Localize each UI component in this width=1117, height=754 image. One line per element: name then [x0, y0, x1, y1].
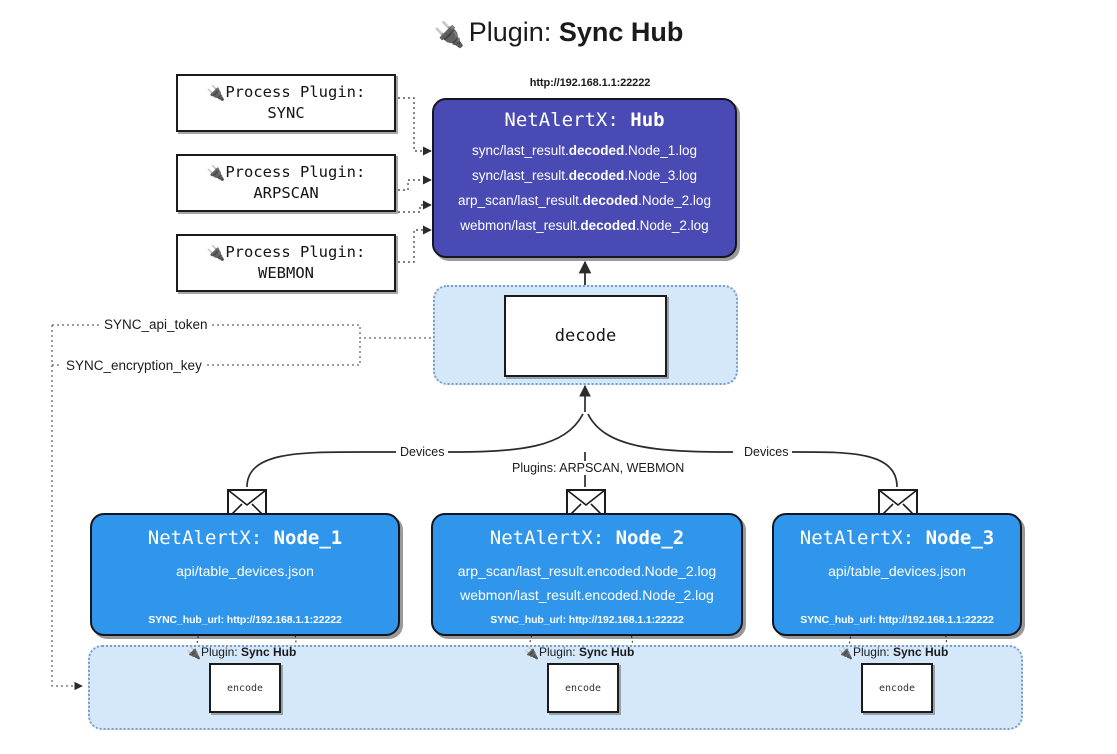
node-file-list: arp_scan/last_result.encoded.Node_2.log … — [433, 559, 741, 607]
hub-title: NetAlertX: Hub — [434, 109, 735, 131]
node-title-prefix: NetAlertX: — [489, 527, 605, 549]
plug-icon: 🔌 — [206, 83, 226, 102]
encode-box[interactable]: encode — [209, 663, 281, 713]
process-plugin-name: ARPSCAN — [253, 184, 319, 203]
plug-icon: 🔌 — [524, 646, 539, 660]
edge-label-devices-right: Devices — [740, 445, 793, 459]
plug-icon: 🔌 — [206, 243, 226, 262]
node-card-node-3[interactable]: NetAlertX: Node_3 api/table_devices.json… — [772, 513, 1022, 636]
config-key-encryption-key: SYNC_encryption_key — [62, 358, 206, 373]
plug-icon: 🔌 — [206, 163, 226, 182]
encode-box[interactable]: encode — [861, 663, 933, 713]
node-title: NetAlertX: Node_1 — [92, 527, 398, 549]
hub-url-label: http://192.168.1.1:22222 — [529, 77, 651, 89]
encode-plugin-caption: 🔌Plugin: Sync Hub — [524, 645, 635, 660]
node-hub-url: SYNC_hub_url: http://192.168.1.1:22222 — [800, 614, 994, 626]
hub-node-card[interactable]: NetAlertX: Hub sync/last_result.decoded.… — [432, 98, 737, 258]
node-file-list: api/table_devices.json — [92, 559, 398, 583]
encode-plugin-caption: 🔌Plugin: Sync Hub — [838, 645, 949, 660]
node-card-node-2[interactable]: NetAlertX: Node_2 arp_scan/last_result.e… — [431, 513, 743, 636]
decode-box[interactable]: decode — [504, 295, 667, 377]
node-file-list: api/table_devices.json — [774, 559, 1020, 583]
encode-plugin-caption: 🔌Plugin: Sync Hub — [186, 645, 297, 660]
node-file-row: arp_scan/last_result.encoded.Node_2.log — [457, 563, 717, 579]
node-title-prefix: NetAlertX: — [799, 527, 915, 549]
node-title: NetAlertX: Node_2 — [433, 527, 741, 549]
hub-file-row: arp_scan/last_result.decoded.Node_2.log — [458, 193, 711, 209]
process-plugin-heading: 🔌Process Plugin: — [206, 162, 366, 182]
process-plugin-box-arpscan[interactable]: 🔌Process Plugin: ARPSCAN — [176, 154, 396, 212]
plug-icon: 🔌 — [433, 21, 465, 49]
hub-file-row: webmon/last_result.decoded.Node_2.log — [460, 218, 709, 234]
node-title-name: Node_2 — [615, 527, 685, 549]
process-plugin-box-webmon[interactable]: 🔌Process Plugin: WEBMON — [176, 234, 396, 292]
encode-box[interactable]: encode — [547, 663, 619, 713]
config-key-api-token: SYNC_api_token — [100, 317, 212, 332]
page-title-name: Sync Hub — [558, 17, 684, 47]
node-title-name: Node_3 — [925, 527, 995, 549]
hub-title-name: Hub — [630, 109, 665, 131]
node-file-row: webmon/last_result.encoded.Node_2.log — [460, 587, 714, 604]
node-title-prefix: NetAlertX: — [147, 527, 263, 549]
process-plugin-heading: 🔌Process Plugin: — [206, 242, 366, 262]
edge-label-devices-left: Devices — [396, 445, 449, 459]
hub-file-row: sync/last_result.decoded.Node_1.log — [471, 143, 698, 158]
node-hub-url: SYNC_hub_url: http://192.168.1.1:22222 — [490, 614, 684, 626]
hub-title-prefix: NetAlertX: — [504, 109, 619, 131]
edge-label-plugins: Plugins: ARPSCAN, WEBMON — [508, 461, 689, 475]
page-title-prefix: Plugin: — [468, 17, 552, 47]
plug-icon: 🔌 — [838, 646, 853, 660]
node-hub-url: SYNC_hub_url: http://192.168.1.1:22222 — [148, 614, 342, 626]
node-file-row: api/table_devices.json — [828, 563, 966, 579]
node-title: NetAlertX: Node_3 — [774, 527, 1020, 549]
plug-icon: 🔌 — [186, 646, 201, 660]
node-file-row: api/table_devices.json — [176, 563, 314, 579]
process-plugin-name: WEBMON — [258, 264, 314, 283]
hub-file-row: sync/last_result.decoded.Node_3.log — [471, 168, 698, 184]
node-card-node-1[interactable]: NetAlertX: Node_1 api/table_devices.json… — [90, 513, 400, 636]
page-title: 🔌Plugin: Sync Hub — [0, 16, 1117, 50]
node-title-name: Node_1 — [273, 527, 343, 549]
process-plugin-box-sync[interactable]: 🔌Process Plugin: SYNC — [176, 74, 396, 132]
process-plugin-heading: 🔌Process Plugin: — [206, 82, 366, 102]
process-plugin-name: SYNC — [267, 104, 305, 123]
